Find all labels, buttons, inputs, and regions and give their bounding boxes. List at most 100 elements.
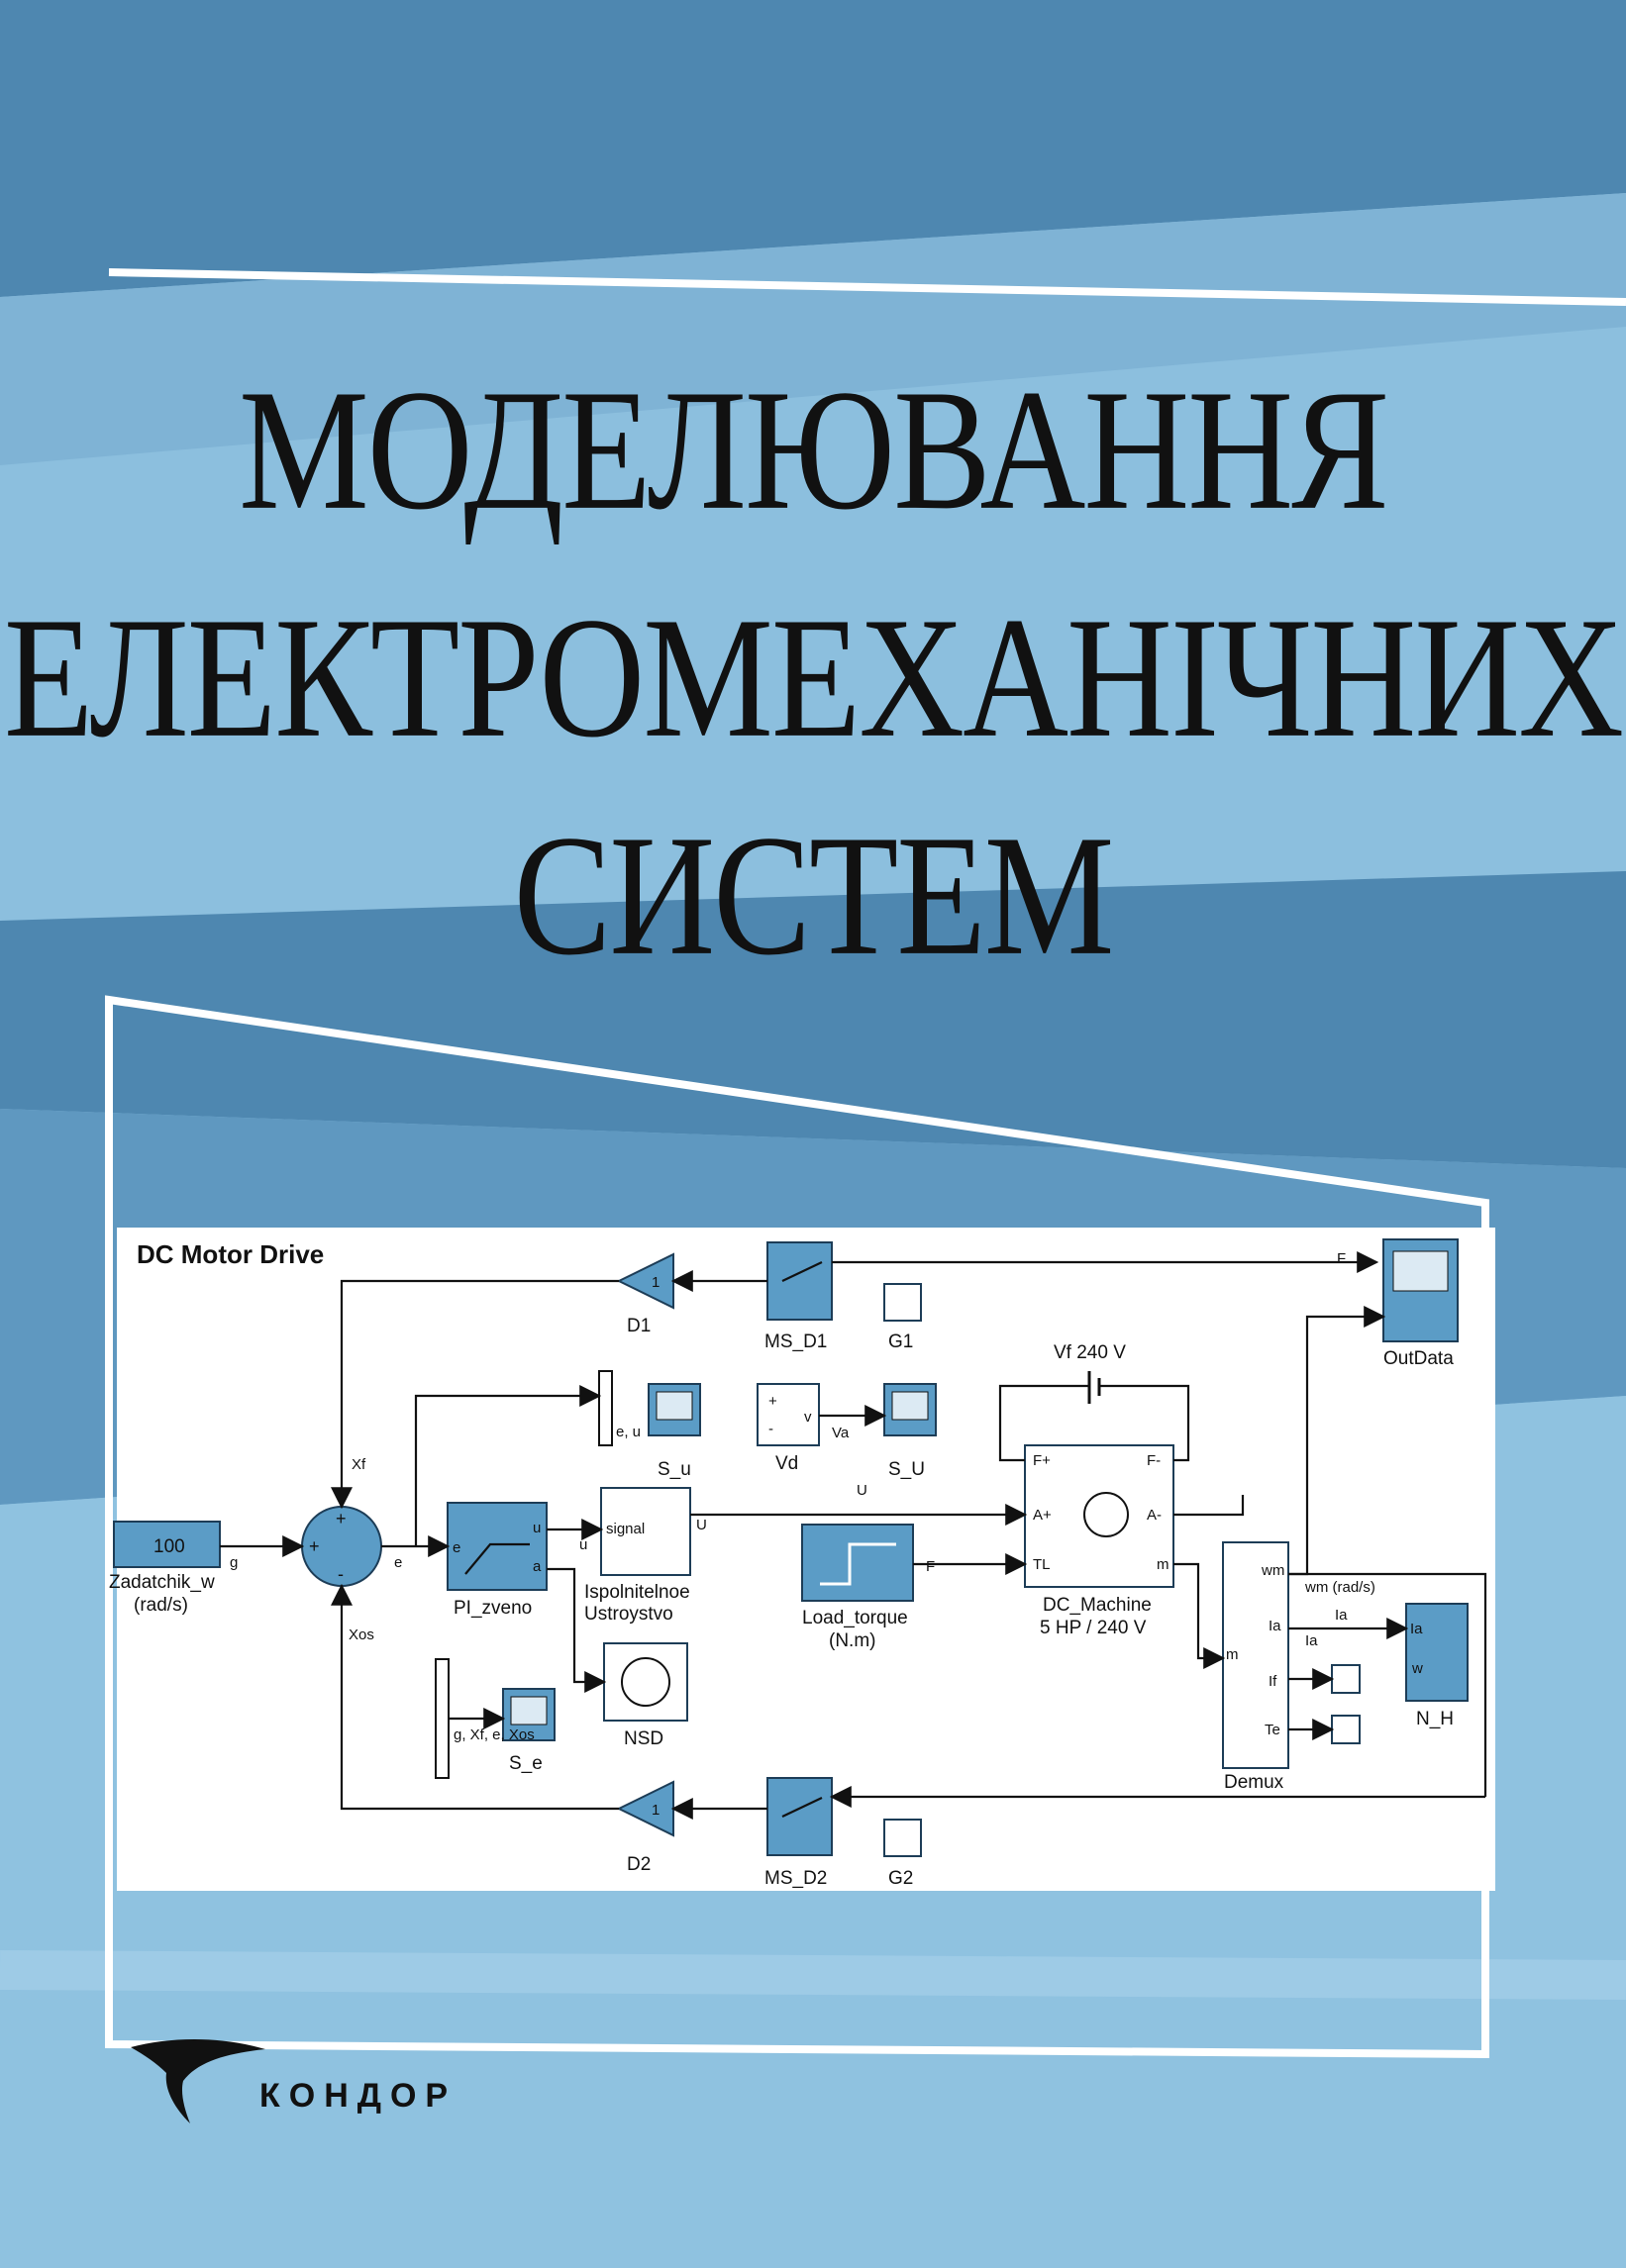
ms-d1-switch[interactable] bbox=[766, 1241, 833, 1321]
g-signal: g bbox=[230, 1554, 238, 1571]
pi-step-icon bbox=[464, 1542, 530, 1575]
d1-gain-value: 1 bbox=[652, 1274, 660, 1291]
nh-port-ia: Ia bbox=[1410, 1621, 1423, 1637]
pi-port-u: u bbox=[533, 1520, 541, 1536]
sum-minus-bottom: - bbox=[338, 1564, 344, 1584]
dc-machine-block[interactable] bbox=[1024, 1444, 1174, 1588]
s-u-screen bbox=[656, 1391, 693, 1421]
ispolnitelnoe-block[interactable] bbox=[600, 1487, 691, 1576]
sum-plus-left: + bbox=[309, 1536, 320, 1556]
title-line-2: ЕЛЕКТРОМЕХАНІЧНИХ bbox=[3, 582, 1624, 774]
nsd-block[interactable] bbox=[603, 1642, 688, 1722]
dc-port-aminus: A- bbox=[1147, 1507, 1162, 1524]
zadatchik-label: Zadatchik_w bbox=[109, 1572, 215, 1593]
demux-block[interactable] bbox=[1222, 1541, 1289, 1769]
e-signal: e bbox=[394, 1554, 402, 1571]
ms-d1-switch-icon bbox=[781, 1261, 823, 1282]
vd-minus: - bbox=[768, 1421, 773, 1437]
d1-label: D1 bbox=[627, 1316, 651, 1336]
title-line-1: МОДЕЛЮВАННЯ bbox=[239, 354, 1389, 546]
zadatchik-value: 100 bbox=[153, 1536, 185, 1557]
wire-feedback-top bbox=[331, 1279, 619, 1510]
wire-su-mux bbox=[414, 1385, 602, 1546]
u-signal-small: u bbox=[579, 1536, 587, 1553]
g2-ground-block[interactable] bbox=[883, 1819, 922, 1857]
diagram-heading: DC Motor Drive bbox=[137, 1239, 324, 1269]
wire-dc-gnd bbox=[1173, 1495, 1245, 1517]
pi-block[interactable] bbox=[447, 1502, 548, 1591]
demux-in: m bbox=[1226, 1646, 1239, 1663]
s-e-screen bbox=[510, 1696, 548, 1726]
g1-label: G1 bbox=[888, 1331, 913, 1352]
n-h-label: N_H bbox=[1416, 1709, 1454, 1729]
vd-block[interactable] bbox=[757, 1383, 820, 1446]
ms-d2-label: MS_D2 bbox=[764, 1868, 827, 1889]
ms-d1-label: MS_D1 bbox=[764, 1331, 827, 1352]
vd-out: v bbox=[804, 1409, 812, 1426]
s-U-label: S_U bbox=[888, 1459, 925, 1480]
dc-port-fplus: F+ bbox=[1033, 1452, 1051, 1469]
ms-d2-switch-icon bbox=[781, 1797, 823, 1818]
nsd-icon bbox=[621, 1657, 670, 1707]
u-signal-1: U bbox=[696, 1517, 707, 1533]
pi-label: PI_zveno bbox=[454, 1598, 532, 1619]
wire-feedback-bottom bbox=[331, 1583, 619, 1811]
nh-port-w: w bbox=[1411, 1660, 1423, 1677]
sum-plus-top: + bbox=[336, 1509, 347, 1528]
s-e-mux bbox=[435, 1658, 450, 1779]
ia-signal-1: Ia bbox=[1335, 1607, 1348, 1624]
ms-d2-switch[interactable] bbox=[766, 1777, 833, 1856]
s-U-screen bbox=[891, 1391, 929, 1421]
ispolnitelnoe-label1: Ispolnitelnoe bbox=[584, 1582, 690, 1603]
wire-vf-dc bbox=[1099, 1384, 1190, 1462]
wire-wm-nh bbox=[1288, 1572, 1487, 1797]
nsd-label: NSD bbox=[624, 1728, 663, 1749]
wm-rad-label: wm (rad/s) bbox=[1304, 1579, 1375, 1596]
publisher-name: КОНДОР bbox=[259, 2077, 457, 2115]
outdata-screen bbox=[1392, 1250, 1449, 1292]
s-u-mux bbox=[598, 1370, 613, 1446]
va-signal: Va bbox=[832, 1425, 850, 1441]
demux-label: Demux bbox=[1224, 1772, 1284, 1793]
zadatchik-unit: (rad/s) bbox=[134, 1595, 188, 1616]
load-label1: Load_torque bbox=[802, 1608, 908, 1628]
g2-label: G2 bbox=[888, 1868, 913, 1889]
g1-ground-block[interactable] bbox=[883, 1283, 922, 1322]
f-signal-1: F bbox=[926, 1558, 935, 1575]
dc-port-tl: TL bbox=[1033, 1556, 1051, 1573]
n-h-block[interactable] bbox=[1405, 1603, 1469, 1702]
outdata-label: OutData bbox=[1383, 1348, 1454, 1369]
dc-machine-label2: 5 HP / 240 V bbox=[1040, 1618, 1147, 1638]
load-torque-block[interactable] bbox=[801, 1524, 914, 1602]
u-signal-2: U bbox=[857, 1482, 867, 1499]
wire-dc-vf bbox=[998, 1384, 1089, 1462]
ispolnitelnoe-port: signal bbox=[606, 1521, 645, 1537]
dc-port-fminus: F- bbox=[1147, 1452, 1161, 1469]
publisher-logo bbox=[131, 2039, 265, 2123]
title-line-3: СИСТЕМ bbox=[513, 800, 1115, 992]
s-e-label: S_e bbox=[509, 1753, 543, 1774]
xf-signal: Xf bbox=[352, 1456, 366, 1473]
demux-out-ia: Ia bbox=[1269, 1618, 1281, 1634]
dc-motor-icon bbox=[1083, 1492, 1129, 1537]
demux-out-te: Te bbox=[1265, 1722, 1280, 1738]
s-u-ports: e, u bbox=[616, 1424, 641, 1440]
diagram-frame bbox=[105, 995, 1489, 2059]
xos-signal: Xos bbox=[349, 1627, 374, 1643]
dc-port-m: m bbox=[1157, 1556, 1169, 1573]
ispolnitelnoe-label2: Ustroystvo bbox=[584, 1604, 673, 1625]
d2-gain-value: 1 bbox=[652, 1802, 660, 1819]
dc-port-aplus: A+ bbox=[1033, 1507, 1052, 1524]
if-terminator bbox=[1331, 1664, 1361, 1694]
zadatchik-block[interactable] bbox=[113, 1521, 221, 1568]
wire-pi-nsd bbox=[547, 1567, 607, 1693]
demux-out-if: If bbox=[1269, 1673, 1277, 1690]
s-e-ports: g, Xf, e, Xos bbox=[454, 1726, 535, 1743]
pi-port-a: a bbox=[533, 1558, 542, 1575]
ia-signal-2: Ia bbox=[1305, 1632, 1318, 1649]
f-signal-2: F bbox=[1337, 1250, 1346, 1267]
load-step-icon bbox=[820, 1542, 896, 1586]
s-u-label: S_u bbox=[658, 1459, 691, 1480]
